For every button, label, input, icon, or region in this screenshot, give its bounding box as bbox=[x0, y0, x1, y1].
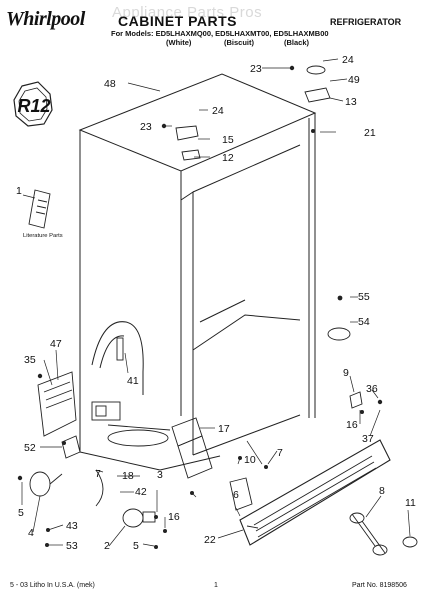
part-11-cap bbox=[402, 536, 418, 548]
callout-42: 42 bbox=[135, 486, 147, 498]
callout-16-right: 16 bbox=[346, 419, 358, 431]
category-label: REFRIGERATOR bbox=[330, 17, 402, 27]
callout-43: 43 bbox=[66, 520, 78, 532]
page-title: CABINET PARTS bbox=[118, 13, 238, 29]
compressor-assembly bbox=[91, 401, 171, 447]
literature-parts-label: Literature Parts bbox=[23, 233, 63, 239]
callout-18: 18 bbox=[122, 470, 134, 482]
part-9-bracket bbox=[349, 391, 363, 409]
top-hinge-center bbox=[175, 125, 201, 161]
callout-8: 8 bbox=[379, 485, 385, 497]
callout-15: 15 bbox=[222, 134, 234, 146]
callout-55: 55 bbox=[358, 291, 370, 303]
cabinet-body bbox=[78, 73, 317, 471]
callout-37: 37 bbox=[362, 433, 374, 445]
callout-7-left: 7 bbox=[95, 468, 101, 480]
callout-35: 35 bbox=[24, 354, 36, 366]
callout-41: 41 bbox=[127, 375, 139, 387]
callout-12: 12 bbox=[222, 152, 234, 164]
color-white-label: (White) bbox=[166, 38, 192, 47]
callout-5-bottom: 5 bbox=[133, 540, 139, 552]
part-47-bracket bbox=[37, 371, 77, 437]
callout-53: 53 bbox=[66, 540, 78, 552]
callout-23-center: 23 bbox=[140, 121, 152, 133]
callout-5-left: 5 bbox=[18, 507, 24, 519]
callout-24-center: 24 bbox=[212, 105, 224, 117]
callout-13: 13 bbox=[345, 96, 357, 108]
top-hinge-right bbox=[304, 65, 331, 103]
callout-1: 1 bbox=[16, 185, 22, 197]
callout-22: 22 bbox=[204, 534, 216, 546]
leader-lines bbox=[21, 58, 411, 547]
callout-52: 52 bbox=[24, 442, 36, 454]
part-4-motor bbox=[29, 471, 63, 497]
color-biscuit-label: (Biscuit) bbox=[224, 38, 254, 47]
callout-21: 21 bbox=[364, 127, 376, 139]
part-6-bracket bbox=[229, 477, 253, 511]
footer-page-number: 1 bbox=[214, 582, 218, 589]
callout-49: 49 bbox=[348, 74, 360, 86]
part-52-bracket bbox=[61, 435, 81, 459]
footer-litho: 5 - 03 Litho In U.S.A. (mek) bbox=[10, 582, 95, 589]
callout-9: 9 bbox=[343, 367, 349, 379]
callout-11: 11 bbox=[405, 497, 416, 509]
callout-6: 6 bbox=[233, 489, 239, 501]
watermark: Appliance Parts Pros bbox=[112, 4, 263, 21]
callout-3: 3 bbox=[157, 469, 163, 481]
color-black-label: (Black) bbox=[284, 38, 310, 47]
models-line: For Models: ED5LHAXMQ00, ED5LHAXMT00, ED… bbox=[111, 29, 329, 38]
r12-badge-icon bbox=[13, 81, 53, 127]
callout-36: 36 bbox=[366, 383, 378, 395]
callout-2: 2 bbox=[104, 540, 110, 552]
part-22-grille bbox=[239, 439, 391, 546]
callout-48: 48 bbox=[104, 78, 116, 90]
callout-numbers: 48 24 23 15 12 23 24 49 13 21 1 55 54 47… bbox=[16, 54, 416, 552]
screw-icons bbox=[17, 65, 383, 549]
whirlpool-logo: Whirlpool bbox=[6, 8, 85, 30]
callout-23-right: 23 bbox=[250, 63, 262, 75]
callout-16-left: 16 bbox=[168, 511, 180, 523]
part-8-cylinder bbox=[349, 512, 388, 556]
callout-17: 17 bbox=[218, 423, 230, 435]
callout-24-right: 24 bbox=[342, 54, 354, 66]
part-54-foot bbox=[327, 327, 351, 341]
literature-booklet-icon bbox=[28, 189, 51, 229]
part-17-duct bbox=[171, 417, 213, 479]
callout-47: 47 bbox=[50, 338, 62, 350]
callout-7-right: 7 bbox=[277, 447, 283, 459]
callout-10: 10 bbox=[244, 454, 256, 466]
part-2-valve bbox=[122, 508, 156, 528]
callout-4: 4 bbox=[28, 527, 34, 539]
footer-part-number: Part No. 8198506 bbox=[352, 582, 407, 589]
r12-badge-text: R12 bbox=[17, 96, 50, 116]
part-42-tube bbox=[95, 469, 104, 507]
callout-54: 54 bbox=[358, 316, 370, 328]
